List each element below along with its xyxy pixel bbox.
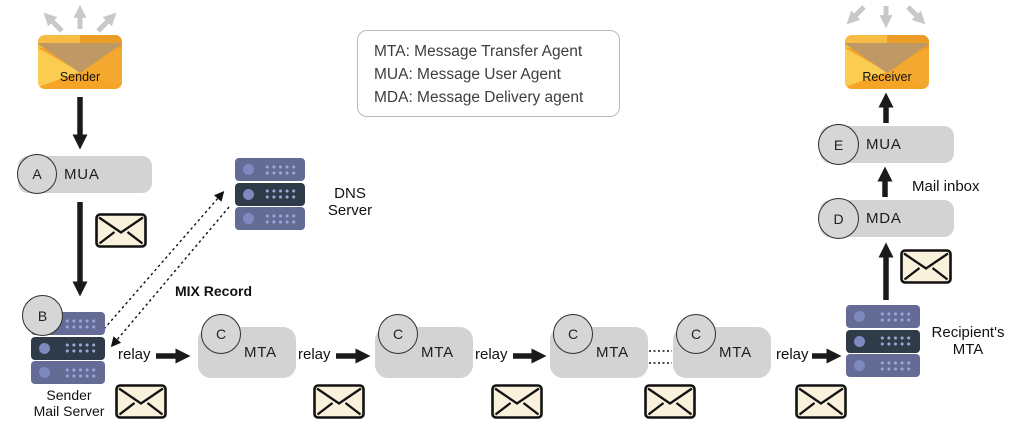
message-envelope-icon	[644, 384, 696, 424]
step-badge-c1: C	[201, 314, 241, 354]
message-envelope-icon	[313, 384, 365, 424]
mta-4-label: MTA	[719, 344, 752, 361]
relay-label-1: relay	[118, 346, 151, 363]
step-badge-c4: C	[676, 314, 716, 354]
mta-3-label: MTA	[596, 344, 629, 361]
message-envelope-icon	[900, 249, 952, 289]
message-envelope-icon	[115, 384, 167, 424]
relay-label-3: relay	[475, 346, 508, 363]
sender-envelope-icon: Sender	[38, 35, 122, 89]
step-badge-e: E	[818, 124, 859, 165]
mta-2-label: MTA	[421, 344, 454, 361]
step-badge-b: B	[22, 295, 63, 336]
legend-line-mta: MTA: Message Transfer Agent	[374, 43, 583, 60]
step-badge-a: A	[17, 154, 57, 194]
step-badge-d: D	[818, 198, 859, 239]
step-badge-c2: C	[378, 314, 418, 354]
sender-broadcast-arrows-icon	[43, 4, 117, 33]
legend-line-mua: MUA: Message User Agent	[374, 66, 561, 83]
legend-box: MTA: Message Transfer Agent MUA: Message…	[357, 30, 620, 117]
step-badge-c3: C	[553, 314, 593, 354]
legend-line-mda: MDA: Message Delivery agent	[374, 89, 584, 106]
mua-sender-label: MUA	[64, 166, 100, 183]
node-mta-2: C MTA	[375, 314, 473, 378]
message-envelope-icon	[795, 384, 847, 424]
dns-server-label: DNS Server	[327, 185, 373, 219]
message-envelope-icon	[491, 384, 543, 424]
dns-server-icon	[235, 158, 305, 230]
mta-1-label: MTA	[244, 344, 277, 361]
receiver-incoming-arrows-icon	[846, 5, 926, 29]
receiver-envelope-icon: Receiver	[845, 35, 929, 89]
dns-query-dotted-arrow	[103, 190, 225, 330]
sender-label: Sender	[59, 70, 101, 84]
mix-record-label: MIX Record	[175, 283, 253, 299]
recipient-mta-label: Recipient's MTA	[931, 324, 1005, 358]
node-mua-receiver: E MUA	[818, 124, 954, 165]
dns-response-dotted-arrow	[110, 206, 230, 348]
node-mta-1: C MTA	[198, 314, 296, 378]
receiver-label: Receiver	[862, 70, 912, 84]
relay-label-2: relay	[298, 346, 331, 363]
sender-mail-server-icon	[31, 312, 105, 384]
node-mua-sender: A MUA	[17, 154, 152, 194]
message-envelope-icon	[95, 213, 147, 253]
relay-label-4: relay	[776, 346, 809, 363]
node-mta-3: C MTA	[550, 314, 648, 378]
mail-inbox-label: Mail inbox	[912, 178, 980, 195]
node-mda: D MDA	[818, 198, 954, 239]
node-mta-4: C MTA	[673, 314, 771, 378]
recipient-mta-server-icon	[846, 305, 920, 377]
mta-chain-ellipsis-dotted-link	[649, 350, 672, 364]
mua-receiver-label: MUA	[866, 136, 902, 153]
sender-mail-server-label: Sender Mail Server	[33, 387, 105, 419]
mda-label: MDA	[866, 210, 902, 227]
